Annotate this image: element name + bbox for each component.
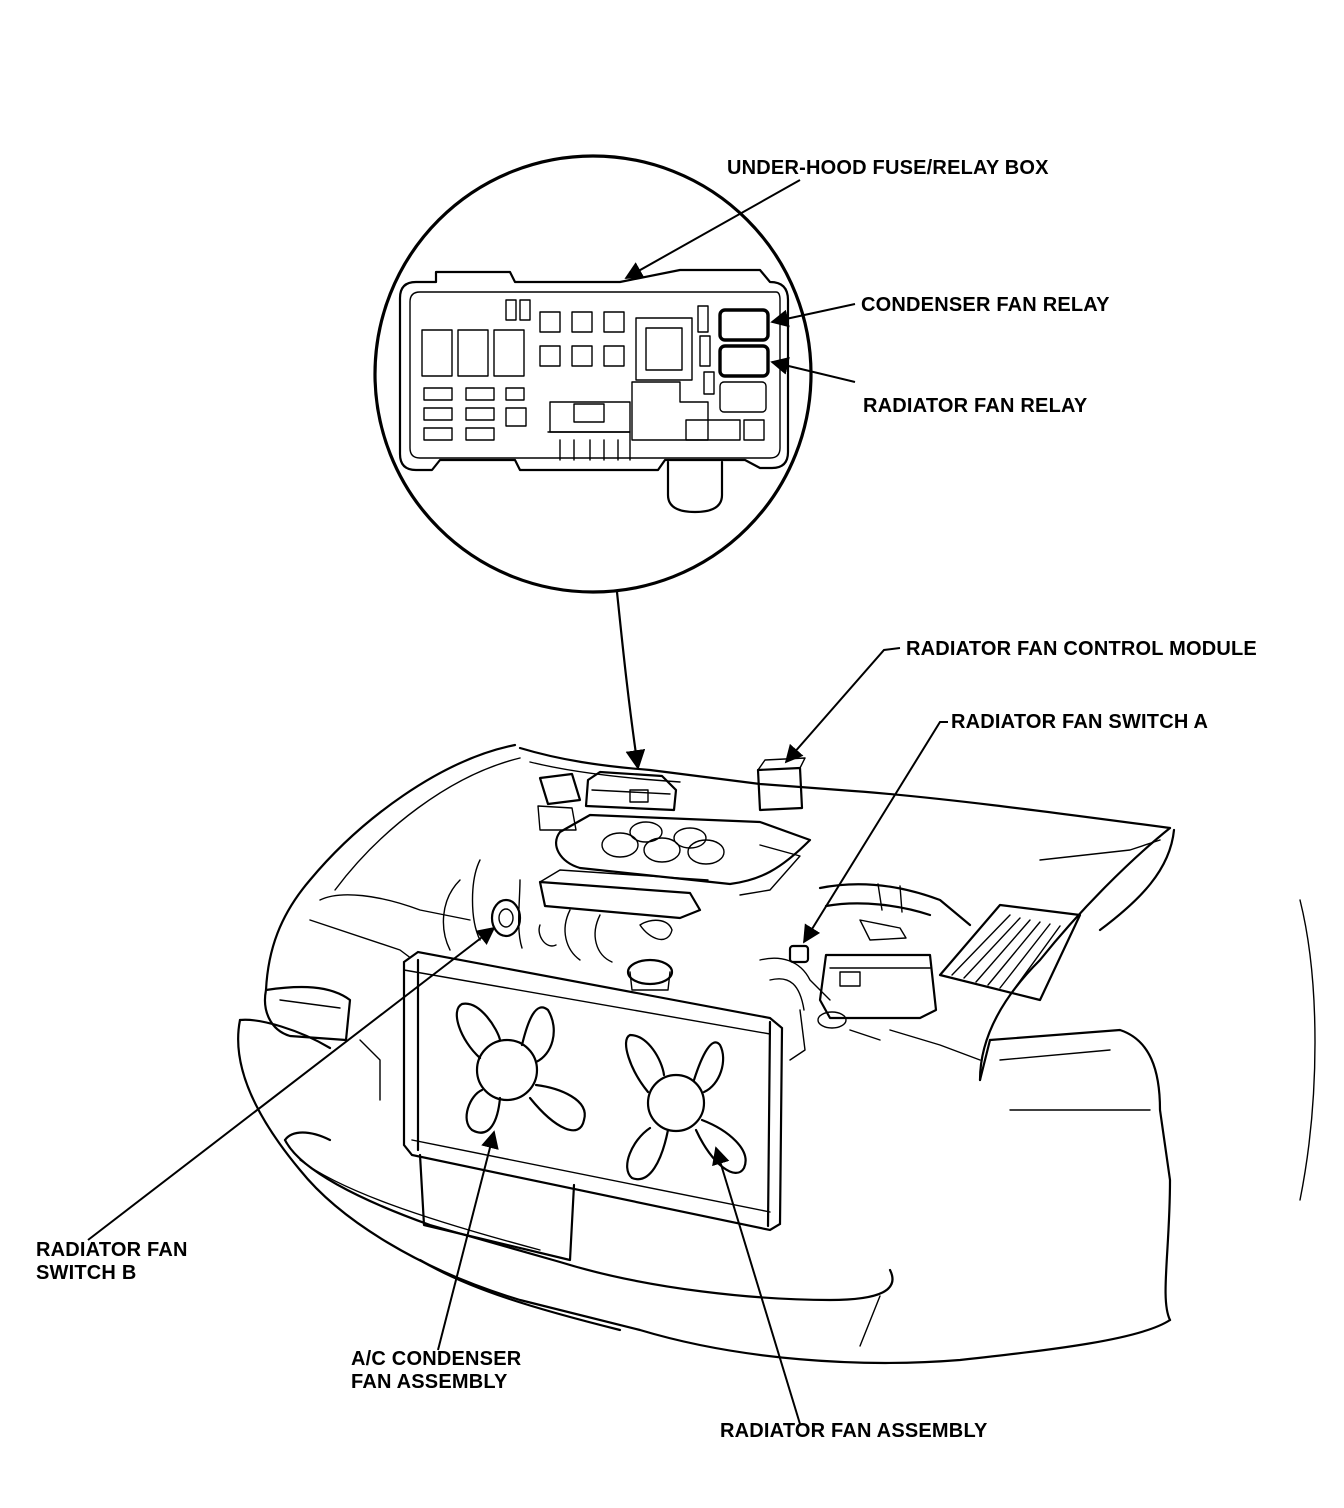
leader-condenser-relay — [770, 303, 856, 328]
leader-control-module — [784, 647, 901, 764]
condenser-fan-relay-shape — [718, 308, 770, 342]
label-radiator-fan-switch-b: RADIATOR FAN SWITCH B — [36, 1239, 188, 1285]
radiator-fan-switch-b-shape — [490, 898, 522, 938]
leader-fuse-box — [624, 179, 801, 279]
label-radiator-fan-switch-a: RADIATOR FAN SWITCH A — [951, 711, 1209, 733]
car-front-illustration — [237, 743, 1316, 1364]
fuse-box-outline — [398, 268, 790, 472]
radiator-fan-switch-a-shape — [788, 944, 810, 964]
label-ac-condenser-fan-assembly: A/C CONDENSER FAN ASSEMBLY — [351, 1348, 521, 1394]
fuse-box-on-car — [584, 770, 678, 812]
detail-connector-line — [615, 590, 646, 770]
label-radiator-fan-switch-b-line2: SWITCH B — [36, 1262, 137, 1284]
detail-magnifier-circle — [373, 154, 813, 594]
label-radiator-fan-assembly: RADIATOR FAN ASSEMBLY — [720, 1420, 988, 1442]
fuse-relay-box-detail — [373, 154, 813, 594]
leader-switch-a — [803, 721, 948, 944]
battery — [818, 919, 938, 1020]
label-radiator-fan-control-module: RADIATOR FAN CONTROL MODULE — [906, 638, 1257, 660]
label-under-hood-fuse-relay-box: UNDER-HOOD FUSE/RELAY BOX — [727, 157, 1049, 179]
radiator-assembly — [402, 950, 784, 1262]
radiator-fan — [625, 1033, 747, 1181]
ac-condenser-fan — [455, 1002, 586, 1134]
leader-ac-condenser-fan — [437, 1130, 499, 1351]
air-cleaner-box — [938, 903, 1082, 1002]
leader-lines — [87, 179, 948, 1425]
leader-radiator-relay — [770, 357, 856, 383]
radiator-fan-relay-shape — [718, 344, 770, 378]
label-ac-condenser-line2: FAN ASSEMBLY — [351, 1371, 508, 1393]
label-radiator-fan-switch-b-line1: RADIATOR FAN — [36, 1239, 188, 1261]
label-radiator-fan-relay: RADIATOR FAN RELAY — [863, 395, 1088, 417]
intake-manifold — [538, 813, 812, 920]
leader-switch-b — [87, 926, 496, 1241]
label-ac-condenser-line1: A/C CONDENSER — [351, 1348, 522, 1370]
label-condenser-fan-relay: CONDENSER FAN RELAY — [861, 294, 1110, 316]
leader-radiator-fan — [712, 1146, 801, 1425]
